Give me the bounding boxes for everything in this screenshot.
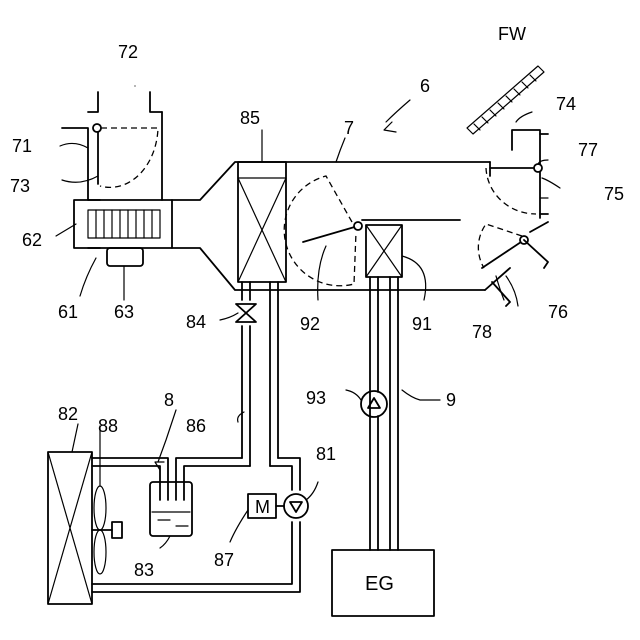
- blower-motor: [107, 248, 143, 266]
- ref-72: 72: [118, 42, 138, 62]
- ref-77: 77: [578, 140, 598, 160]
- ref-83: 83: [134, 560, 154, 580]
- ref-78: 78: [472, 322, 492, 342]
- ref-76: 76: [548, 302, 568, 322]
- expansion-valve: [236, 304, 256, 322]
- ref-84: 84: [186, 312, 206, 332]
- air-mix-door: [284, 176, 362, 286]
- air-conditioning-case: [172, 162, 510, 290]
- ref-86: 86: [186, 416, 206, 436]
- ref-82: 82: [58, 404, 78, 424]
- ref-73: 73: [10, 176, 30, 196]
- ref-62: 62: [22, 230, 42, 250]
- water-pump: [361, 391, 387, 417]
- receiver-tank: [150, 482, 192, 536]
- ref-92: 92: [300, 314, 320, 334]
- ref-87: 87: [214, 550, 234, 570]
- ref-8: 8: [164, 390, 174, 410]
- outlet-doors: [478, 130, 548, 306]
- ref-9: 9: [446, 390, 456, 410]
- ref-6: 6: [420, 76, 430, 96]
- ref-81: 81: [316, 444, 336, 464]
- condenser-fan: [92, 486, 122, 574]
- compressor: [276, 494, 308, 518]
- condenser: [48, 452, 92, 604]
- ref-93: 93: [306, 388, 326, 408]
- ref-91: 91: [412, 314, 432, 334]
- motor-label: M: [255, 497, 270, 517]
- ref-63: 63: [114, 302, 134, 322]
- front-window: [467, 66, 544, 134]
- evaporator: [238, 162, 286, 282]
- ref-7: 7: [344, 118, 354, 138]
- ref-fw: FW: [498, 24, 526, 44]
- ref-75: 75: [604, 184, 624, 204]
- ref-74: 74: [556, 94, 576, 114]
- ref-88: 88: [98, 416, 118, 436]
- ref-85: 85: [240, 108, 260, 128]
- heater-core: [362, 220, 460, 277]
- ref-71: 71: [12, 136, 32, 156]
- blower-fan: [74, 200, 172, 266]
- ref-61: 61: [58, 302, 78, 322]
- engine-label: EG: [365, 573, 394, 595]
- fan-blades: [96, 210, 152, 238]
